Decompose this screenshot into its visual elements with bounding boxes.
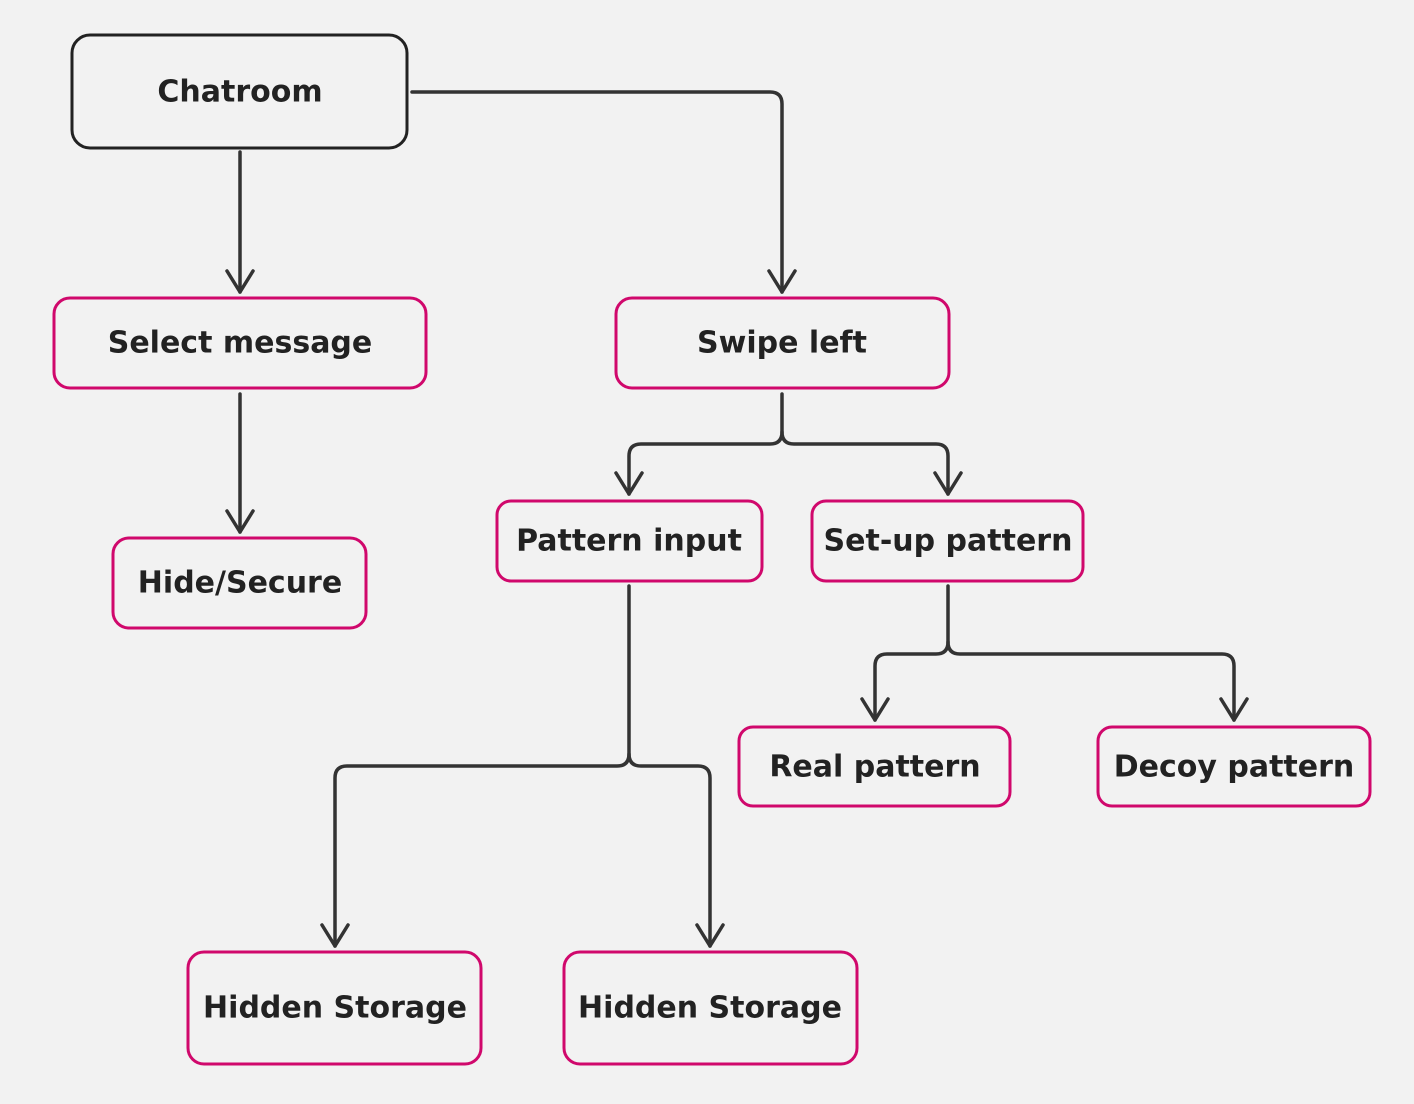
node-decoy-pattern[interactable]: Decoy pattern xyxy=(1096,725,1372,808)
arrowhead-decoy-pattern xyxy=(1219,697,1249,722)
arrowhead-hide-secure xyxy=(225,509,255,534)
node-select-message-label: Select message xyxy=(108,326,373,361)
edge-pattern-input-to-hidden-storage-2 xyxy=(627,752,712,948)
edge-pattern-input-to-hidden-storage-1 xyxy=(333,584,631,948)
node-decoy-pattern-label: Decoy pattern xyxy=(1114,750,1355,785)
edge-swipe-left-to-setup-pattern xyxy=(780,430,950,496)
edge-setup-pattern-to-decoy-pattern xyxy=(946,640,1236,722)
node-pattern-input-label: Pattern input xyxy=(516,524,742,559)
node-pattern-input[interactable]: Pattern input xyxy=(495,499,764,583)
node-select-message[interactable]: Select message xyxy=(52,296,428,390)
node-chatroom-label: Chatroom xyxy=(157,75,322,110)
node-hide-secure[interactable]: Hide/Secure xyxy=(111,536,368,630)
node-hidden-storage-2-label: Hidden Storage xyxy=(578,991,842,1026)
arrowhead-setup-pattern xyxy=(933,471,963,496)
arrowhead-swipe-left xyxy=(767,269,797,294)
edge-swipe-left-to-pattern-input xyxy=(627,392,784,496)
node-real-pattern[interactable]: Real pattern xyxy=(737,725,1012,808)
arrowhead-hidden-storage-2 xyxy=(695,923,725,948)
edge-chatroom-to-swipe-left xyxy=(410,90,784,294)
node-hidden-storage-1-label: Hidden Storage xyxy=(203,991,467,1026)
node-swipe-left-label: Swipe left xyxy=(697,326,867,361)
arrowhead-select-message xyxy=(225,269,255,294)
node-real-pattern-label: Real pattern xyxy=(769,750,980,785)
arrowhead-pattern-input xyxy=(614,471,644,496)
node-hidden-storage-1[interactable]: Hidden Storage xyxy=(186,950,483,1066)
node-hide-secure-label: Hide/Secure xyxy=(138,566,342,601)
node-setup-pattern[interactable]: Set-up pattern xyxy=(810,499,1085,583)
node-setup-pattern-label: Set-up pattern xyxy=(824,524,1073,559)
arrowhead-real-pattern xyxy=(860,697,890,722)
connectors xyxy=(225,90,1249,948)
node-swipe-left[interactable]: Swipe left xyxy=(614,296,951,390)
node-chatroom[interactable]: Chatroom xyxy=(70,33,409,150)
arrowhead-hidden-storage-1 xyxy=(320,923,350,948)
node-hidden-storage-2[interactable]: Hidden Storage xyxy=(562,950,859,1066)
